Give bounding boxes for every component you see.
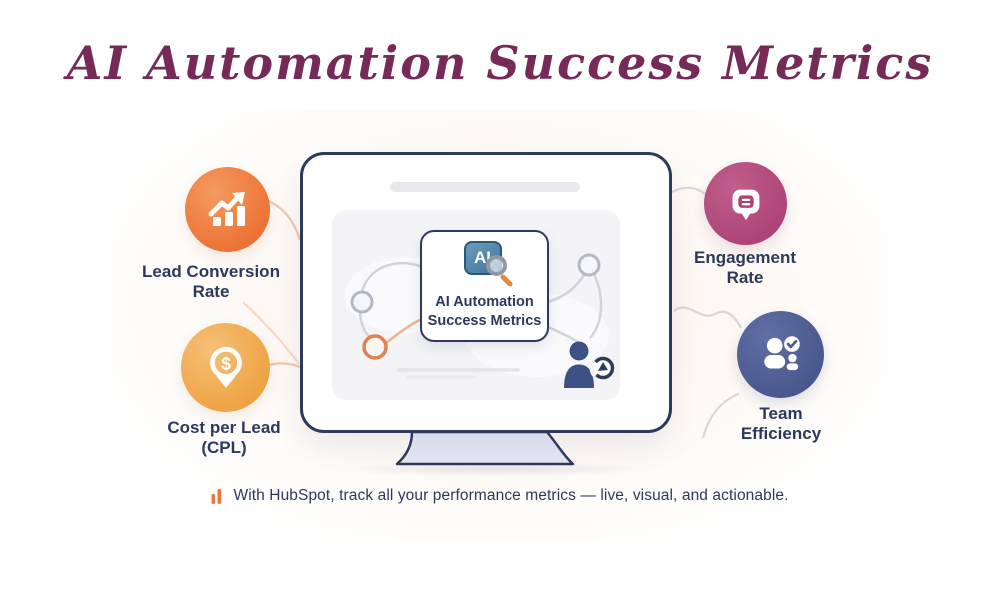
monitor-stand	[395, 430, 575, 466]
card-title-line2: Success Metrics	[427, 312, 542, 329]
ai-badge-wrap: AI	[463, 241, 514, 288]
magnifier-handle	[498, 273, 514, 288]
user-sync-icon	[564, 341, 617, 388]
engagement-rate-label: Engagement Rate	[693, 248, 797, 288]
lead-conversion-node	[185, 167, 270, 252]
monitor-topbar	[390, 182, 580, 192]
chat-bubble-icon	[732, 189, 759, 220]
team-efficiency-node	[737, 311, 824, 398]
dollar-pin-icon: $	[209, 346, 242, 388]
team-check-icon	[763, 335, 800, 370]
engagement-rate-node	[704, 162, 787, 245]
lead-conversion-label: Lead Conversion Rate	[142, 262, 280, 302]
center-card: AI AI Automation Success Metrics	[420, 230, 549, 342]
card-title: AI Automation Success Metrics	[422, 293, 547, 331]
dollar-glyph: $	[221, 353, 231, 373]
magnifier-icon	[485, 255, 507, 276]
orange-bars-icon	[211, 489, 222, 504]
monitor-frame: AI AI Automation Success Metrics	[300, 152, 672, 433]
caption: With HubSpot, track all your performance…	[0, 487, 1000, 505]
cost-per-lead-label: Cost per Lead (CPL)	[167, 418, 281, 458]
trend-up-bars-icon	[208, 191, 245, 226]
team-efficiency-label: Team Efficiency	[740, 404, 822, 444]
page-title: AI Automation Success Metrics	[66, 36, 934, 90]
caption-text: With HubSpot, track all your performance…	[233, 487, 789, 504]
card-title-line1: AI Automation	[435, 294, 534, 310]
cost-per-lead-node: $	[181, 323, 270, 412]
